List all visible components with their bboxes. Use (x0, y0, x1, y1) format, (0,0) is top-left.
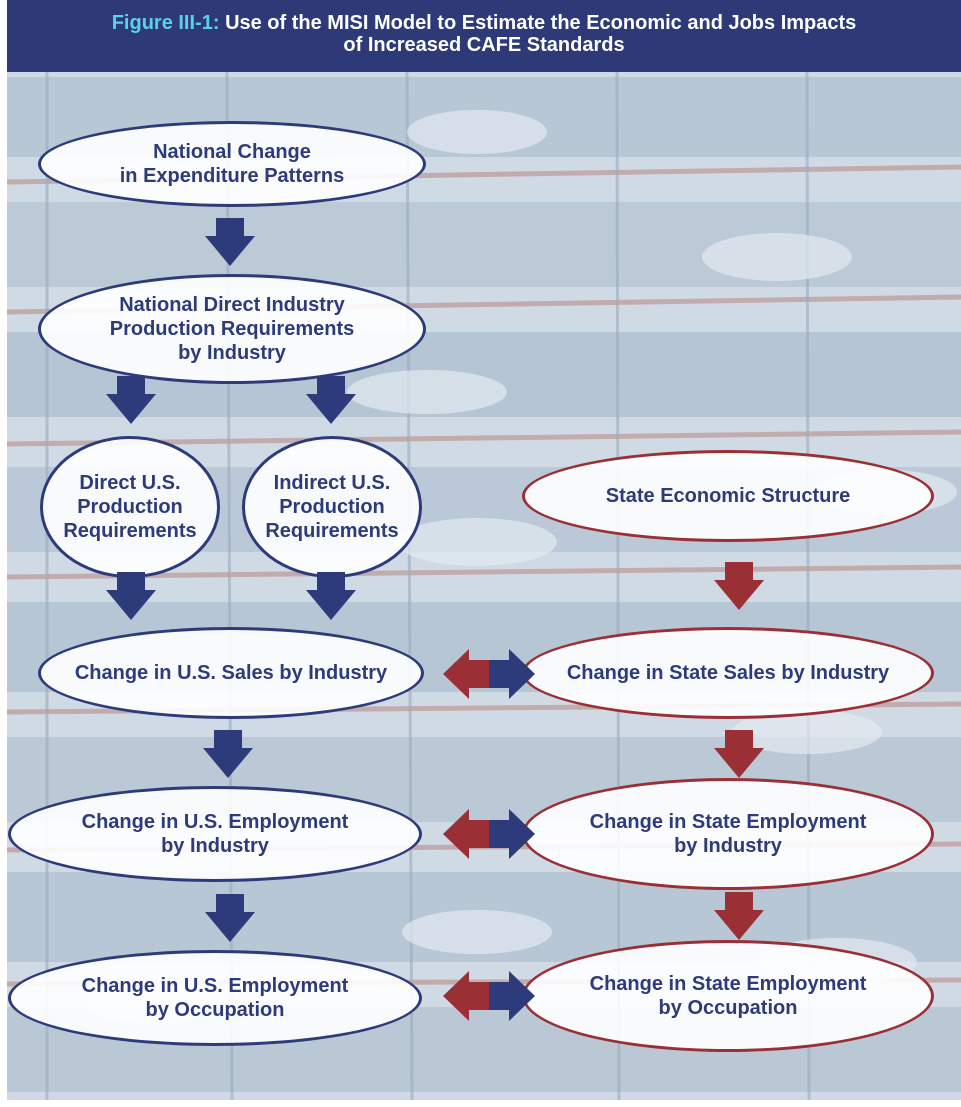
figure-label: Figure III-1: (111, 12, 220, 34)
node-state-employment-industry: Change in State Employment by Industry (522, 778, 934, 890)
down-arrow-national-change (205, 218, 255, 266)
node-state-sales: Change in State Sales by Industry (522, 627, 934, 719)
down-arrow-us-employment-industry (205, 894, 255, 942)
figure-title-text: Use of the MISI Model to Estimate the Ec… (225, 12, 857, 34)
down-arrow-state-employment-industry (714, 892, 764, 940)
node-us-employment-occupation: Change in U.S. Employment by Occupation (8, 950, 422, 1046)
down-arrow-direct-us (106, 376, 156, 424)
down-arrow-from-direct-us (106, 572, 156, 620)
down-arrow-from-indirect-us (306, 572, 356, 620)
bidirectional-arrow-employment-occupation (443, 971, 535, 1021)
down-arrow-state-sales (714, 730, 764, 778)
node-us-sales: Change in U.S. Sales by Industry (38, 627, 424, 719)
down-arrow-state-structure (714, 562, 764, 610)
bidirectional-arrow-sales (443, 649, 535, 699)
figure-title-line-1: Figure III-1: Use of the MISI Model to E… (7, 12, 961, 34)
node-direct-us: Direct U.S. Production Requirements (40, 436, 220, 578)
node-national-direct: National Direct Industry Production Requ… (38, 274, 426, 384)
bidirectional-arrow-employment-industry (443, 809, 535, 859)
down-arrow-indirect-us (306, 376, 356, 424)
figure-header: Figure III-1: Use of the MISI Model to E… (7, 0, 961, 72)
node-state-structure: State Economic Structure (522, 450, 934, 542)
node-indirect-us: Indirect U.S. Production Requirements (242, 436, 422, 578)
figure-title-line-2: of Increased CAFE Standards (343, 34, 625, 56)
down-arrow-us-sales (203, 730, 253, 778)
node-national-change: National Change in Expenditure Patterns (38, 121, 426, 207)
node-state-employment-occupation: Change in State Employment by Occupation (522, 940, 934, 1052)
node-us-employment-industry: Change in U.S. Employment by Industry (8, 786, 422, 882)
